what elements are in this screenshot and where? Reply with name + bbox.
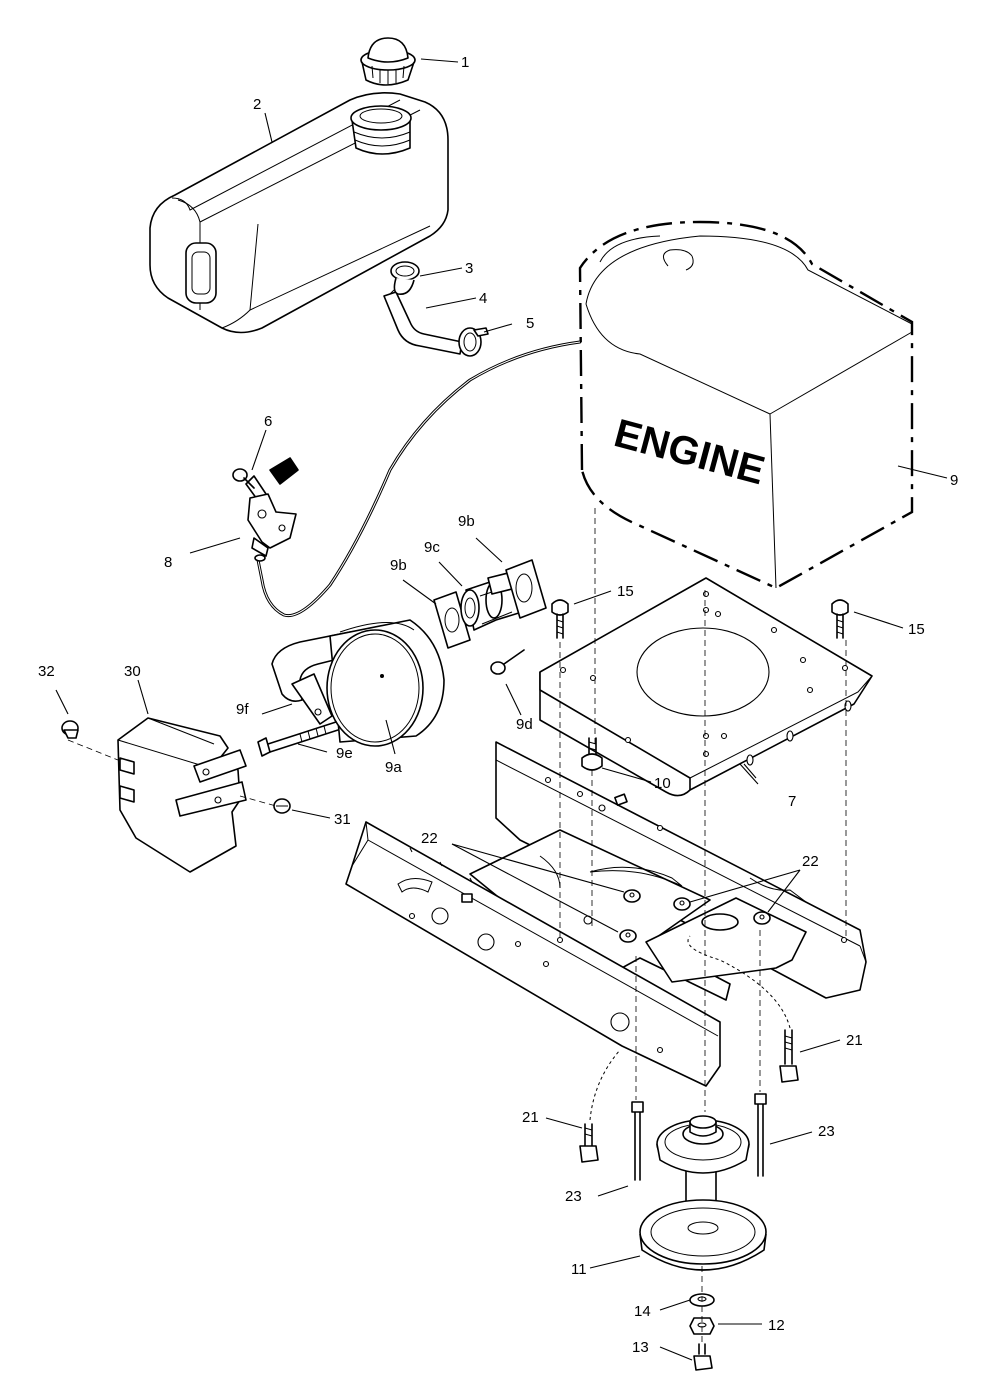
exhaust-gasket-right bbox=[505, 559, 547, 619]
callout-15-right: 15 bbox=[908, 621, 925, 638]
callout-9b-left: 9b bbox=[390, 557, 407, 574]
callout-9b-right: 9b bbox=[458, 513, 475, 530]
callout-23-left: 23 bbox=[565, 1188, 582, 1205]
callout-9e: 9e bbox=[336, 745, 353, 762]
callout-2: 2 bbox=[253, 96, 261, 113]
callout-9a: 9a bbox=[385, 759, 402, 776]
callout-6: 6 bbox=[264, 413, 272, 430]
callout-7: 7 bbox=[788, 793, 796, 810]
callout-31: 31 bbox=[334, 811, 351, 828]
frame-nut-1 bbox=[623, 889, 641, 903]
callout-30: 30 bbox=[124, 663, 141, 680]
callout-12: 12 bbox=[768, 1317, 785, 1334]
pulley-stud-left bbox=[631, 1101, 644, 1181]
callout-22-right: 22 bbox=[802, 853, 819, 870]
throttle-screw bbox=[232, 468, 255, 489]
callout-10: 10 bbox=[654, 775, 671, 792]
callout-8: 8 bbox=[164, 554, 172, 571]
callout-22-left: 22 bbox=[421, 830, 438, 847]
hose-clamp-top bbox=[390, 261, 420, 296]
callout-5: 5 bbox=[526, 315, 534, 332]
heat-shield-bolt-right bbox=[273, 798, 291, 814]
frame-nut-4 bbox=[753, 911, 771, 925]
frame-nut-2 bbox=[619, 929, 637, 943]
callout-32: 32 bbox=[38, 663, 55, 680]
frame-bolt-left bbox=[579, 1123, 599, 1163]
callout-23-right: 23 bbox=[818, 1123, 835, 1140]
callout-4: 4 bbox=[479, 290, 487, 307]
callout-9: 9 bbox=[950, 472, 958, 489]
callout-15-left: 15 bbox=[617, 583, 634, 600]
fuel-tank bbox=[149, 92, 449, 334]
frame-nut-3 bbox=[673, 897, 691, 911]
callout-1: 1 bbox=[461, 54, 469, 71]
callout-13: 13 bbox=[632, 1339, 649, 1356]
callout-21-right: 21 bbox=[846, 1032, 863, 1049]
heat-shield bbox=[117, 717, 247, 873]
engine: ENGINE bbox=[578, 220, 914, 590]
callout-3: 3 bbox=[465, 260, 473, 277]
frame-left-rail bbox=[345, 821, 721, 1087]
callout-11: 11 bbox=[571, 1261, 587, 1278]
mount-bolt-center bbox=[581, 737, 603, 771]
callout-21-left: 21 bbox=[522, 1109, 539, 1126]
muffler-bolt bbox=[257, 721, 339, 757]
callout-9c: 9c bbox=[424, 539, 440, 556]
mount-bolt-right bbox=[831, 599, 849, 639]
callout-9f: 9f bbox=[236, 701, 249, 718]
frame-bolt-right bbox=[779, 1029, 799, 1083]
throttle-control bbox=[245, 457, 299, 562]
callout-9d: 9d bbox=[516, 716, 533, 733]
engine-mount-plate bbox=[539, 577, 873, 797]
callout-14: 14 bbox=[634, 1303, 651, 1320]
muffler bbox=[271, 619, 445, 747]
exhaust-gasket-left bbox=[433, 591, 471, 649]
pulley-bolt bbox=[693, 1343, 713, 1371]
fuel-cap bbox=[360, 37, 416, 86]
heat-shield-bolt-left bbox=[61, 720, 79, 739]
exhaust-bolt bbox=[490, 649, 525, 675]
fuel-line bbox=[383, 289, 463, 355]
mount-bolt-left bbox=[551, 599, 569, 639]
pulley-stud-right bbox=[754, 1093, 767, 1177]
pulley-assembly bbox=[639, 1115, 767, 1271]
hose-clamp-bottom bbox=[458, 327, 489, 357]
